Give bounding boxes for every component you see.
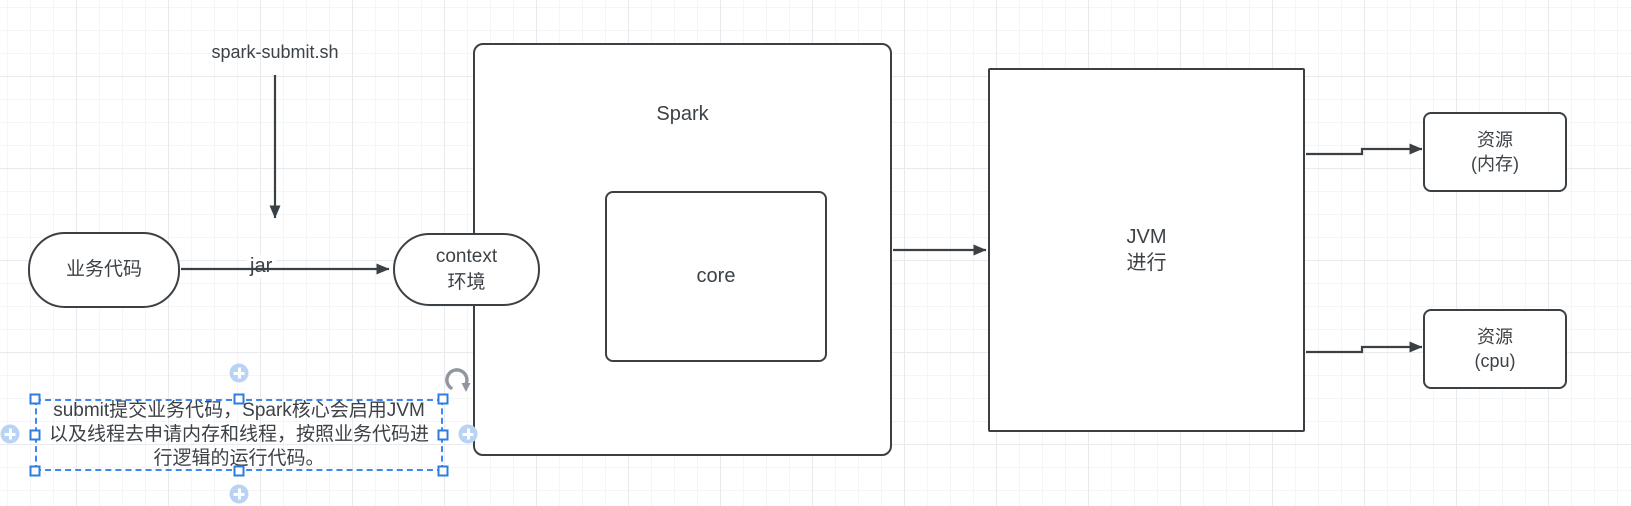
context-label-line2: 环境: [447, 271, 486, 293]
core-label: core: [696, 265, 736, 287]
selection-handle-s[interactable]: [233, 465, 245, 477]
selection-handle-sw[interactable]: [29, 465, 41, 477]
business-code-node[interactable]: 业务代码: [28, 232, 180, 308]
note-line: 行逻辑的运行代码。: [153, 448, 325, 469]
resource-cpu-line1: 资源: [1477, 327, 1513, 347]
selection-handle-e[interactable]: [437, 429, 449, 441]
resource-memory-line1: 资源: [1477, 130, 1513, 150]
selection-handle-w[interactable]: [29, 429, 41, 441]
edge-label-jar[interactable]: jar: [246, 255, 277, 278]
context-node[interactable]: context 环境: [393, 233, 540, 306]
jvm-label-line2: 进行: [1126, 252, 1167, 274]
label-spark-submit[interactable]: spark-submit.sh: [211, 42, 339, 62]
arrow-jvm-to-memory[interactable]: [1306, 143, 1423, 156]
spark-title: Spark: [656, 103, 709, 125]
resource-memory-node[interactable]: 资源 (内存): [1423, 112, 1567, 192]
jvm-label-line1: JVM: [1126, 226, 1167, 248]
resource-memory-line2: (内存): [1471, 154, 1519, 174]
selected-note-textbox[interactable]: submit提交业务代码，Spark核心会启用JVM 以及线程去申请内存和线程，…: [35, 399, 443, 471]
context-label-line1: context: [435, 245, 498, 267]
jvm-node[interactable]: JVM 进行: [988, 68, 1305, 432]
core-box[interactable]: core: [605, 191, 827, 362]
note-line: 以及线程去申请内存和线程，按照业务代码进: [48, 424, 429, 445]
resource-cpu-node[interactable]: 资源 (cpu): [1423, 309, 1567, 389]
direction-arrow-left-icon[interactable]: [0, 424, 20, 444]
note-line: submit提交业务代码，Spark核心会启用JVM: [53, 400, 425, 421]
direction-arrow-top-icon[interactable]: [229, 363, 249, 383]
selection-handle-nw[interactable]: [29, 393, 41, 405]
arrow-jvm-to-cpu[interactable]: [1306, 341, 1423, 354]
selection-handle-se[interactable]: [437, 465, 449, 477]
business-code-label: 业务代码: [65, 259, 142, 280]
selection-handle-ne[interactable]: [437, 393, 449, 405]
rotate-icon[interactable]: [444, 366, 472, 394]
selection-handle-n[interactable]: [233, 393, 245, 405]
direction-arrow-bottom-icon[interactable]: [229, 484, 249, 504]
direction-arrow-right-icon[interactable]: [458, 424, 478, 444]
resource-cpu-line2: (cpu): [1474, 351, 1516, 371]
